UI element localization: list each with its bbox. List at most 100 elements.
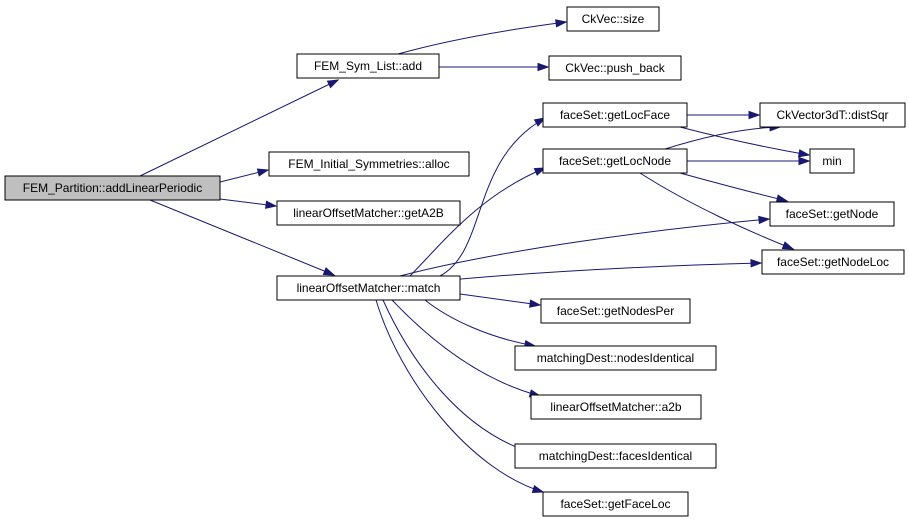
edge-match-to-get_loc_node bbox=[409, 167, 547, 277]
edge-root-to-geta2b bbox=[219, 198, 278, 209]
edge-match-to-get_face_loc bbox=[375, 299, 545, 493]
edge-root-to-match bbox=[149, 199, 336, 276]
node-box bbox=[514, 443, 717, 469]
edge-match-to-get_nodes_per bbox=[459, 293, 542, 308]
edge-sym_add-to-ck_size bbox=[397, 19, 568, 55]
node-label: CkVec::push_back bbox=[565, 61, 665, 75]
node-label: linearOffsetMatcher::a2b bbox=[550, 400, 682, 414]
node-label: CkVector3dT::distSqr bbox=[776, 108, 888, 122]
edge-line bbox=[139, 79, 339, 177]
arrowhead bbox=[265, 200, 278, 209]
node-label: FEM_Sym_List::add bbox=[314, 59, 422, 73]
edge-get_loc_node-to-get_node bbox=[679, 172, 789, 203]
arrowhead bbox=[750, 259, 763, 268]
edge-line bbox=[459, 293, 541, 306]
arrowhead bbox=[256, 168, 270, 177]
node-faces-identical[interactable]: matchingDest::facesIdentical bbox=[514, 443, 717, 469]
node-label: linearOffsetMatcher::getA2B bbox=[293, 206, 444, 220]
node-label: matchingDest::facesIdentical bbox=[539, 449, 692, 463]
node-get-node-loc[interactable]: faceSet::getNodeLoc bbox=[761, 249, 905, 275]
node-box bbox=[542, 102, 688, 128]
arrowhead bbox=[748, 110, 761, 120]
node-label: FEM_Initial_Symmetries::alloc bbox=[288, 157, 449, 171]
arrowhead bbox=[326, 79, 340, 89]
edge-root-to-sym_add bbox=[139, 79, 340, 177]
edge-line bbox=[679, 172, 788, 202]
node-box bbox=[566, 6, 660, 32]
node-box bbox=[514, 345, 717, 371]
node-sym-add[interactable]: FEM_Sym_List::add bbox=[296, 53, 440, 79]
node-label: faceSet::getNodeLoc bbox=[777, 255, 889, 269]
arrowhead bbox=[529, 299, 542, 308]
edge-line bbox=[397, 21, 567, 55]
arrowhead bbox=[537, 62, 550, 72]
node-get-nodes-per[interactable]: faceSet::getNodesPer bbox=[540, 298, 691, 324]
edge-line bbox=[639, 172, 794, 250]
arrowhead bbox=[533, 167, 547, 176]
node-geta2b[interactable]: linearOffsetMatcher::getA2B bbox=[276, 200, 461, 226]
arrowhead bbox=[775, 194, 789, 203]
node-min[interactable]: min bbox=[809, 148, 855, 174]
edge-get_loc_node-to-min bbox=[687, 156, 811, 166]
edges-layer bbox=[139, 19, 811, 493]
nodes-layer: FEM_Partition::addLinearPeriodic FEM_Sym_… bbox=[4, 6, 906, 517]
node-box bbox=[296, 53, 440, 79]
node-get-loc-face[interactable]: faceSet::getLocFace bbox=[542, 102, 688, 128]
edge-root-to-init_alloc bbox=[219, 168, 270, 183]
node-a2b[interactable]: linearOffsetMatcher::a2b bbox=[530, 394, 702, 420]
node-box bbox=[759, 102, 906, 128]
arrowhead bbox=[322, 267, 336, 276]
arrowhead bbox=[798, 156, 811, 166]
arrowhead bbox=[533, 117, 547, 127]
node-box bbox=[542, 148, 688, 174]
arrowhead bbox=[797, 149, 811, 158]
node-init-alloc[interactable]: FEM_Initial_Symmetries::alloc bbox=[268, 151, 470, 177]
node-label: FEM_Partition::addLinearPeriodic bbox=[23, 181, 202, 195]
node-match[interactable]: linearOffsetMatcher::match bbox=[276, 275, 461, 301]
node-box bbox=[769, 201, 895, 227]
node-label: faceSet::getLocFace bbox=[560, 108, 670, 122]
node-label: CkVec::size bbox=[582, 12, 645, 26]
edge-match-to-faces_identical bbox=[382, 299, 532, 453]
arrowhead bbox=[758, 215, 771, 225]
node-box bbox=[542, 491, 689, 517]
node-get-loc-node[interactable]: faceSet::getLocNode bbox=[542, 148, 688, 174]
node-label: faceSet::getFaceLoc bbox=[560, 497, 670, 511]
node-ck-size[interactable]: CkVec::size bbox=[566, 6, 660, 32]
edge-get_loc_face-to-dist_sqr bbox=[687, 110, 761, 120]
node-nodes-identical[interactable]: matchingDest::nodesIdentical bbox=[514, 345, 717, 371]
node-label: faceSet::getNode bbox=[786, 207, 879, 221]
edge-get_loc_face-to-min bbox=[679, 126, 811, 158]
edge-line bbox=[375, 299, 544, 493]
arrowhead bbox=[555, 19, 568, 28]
edge-line bbox=[409, 167, 546, 277]
edge-line bbox=[424, 299, 536, 347]
node-label: faceSet::getLocNode bbox=[559, 154, 671, 168]
node-dist-sqr[interactable]: CkVector3dT::distSqr bbox=[759, 102, 906, 128]
edge-line bbox=[664, 126, 781, 150]
node-get-node[interactable]: faceSet::getNode bbox=[769, 201, 895, 227]
node-ck-push[interactable]: CkVec::push_back bbox=[548, 55, 682, 81]
node-box bbox=[268, 151, 470, 177]
edge-get_loc_node-to-get_node_loc bbox=[639, 172, 795, 250]
node-box bbox=[548, 55, 682, 81]
edge-sym_add-to-ck_push bbox=[439, 62, 550, 72]
node-label: min bbox=[822, 154, 841, 168]
node-box bbox=[276, 275, 461, 301]
node-box bbox=[530, 394, 702, 420]
node-box bbox=[540, 298, 691, 324]
node-label: matchingDest::nodesIdentical bbox=[537, 351, 694, 365]
arrowhead bbox=[781, 241, 795, 250]
edge-match-to-nodes_identical bbox=[424, 299, 537, 349]
edge-line bbox=[449, 262, 762, 281]
edge-line bbox=[149, 199, 335, 276]
edge-line bbox=[679, 126, 810, 156]
node-label: faceSet::getNodesPer bbox=[557, 304, 674, 318]
node-get-face-loc[interactable]: faceSet::getFaceLoc bbox=[542, 491, 689, 517]
node-box bbox=[761, 249, 905, 275]
edge-match-to-get_node_loc bbox=[449, 259, 763, 281]
node-root[interactable]: FEM_Partition::addLinearPeriodic bbox=[4, 175, 221, 201]
arrowhead bbox=[531, 484, 545, 493]
